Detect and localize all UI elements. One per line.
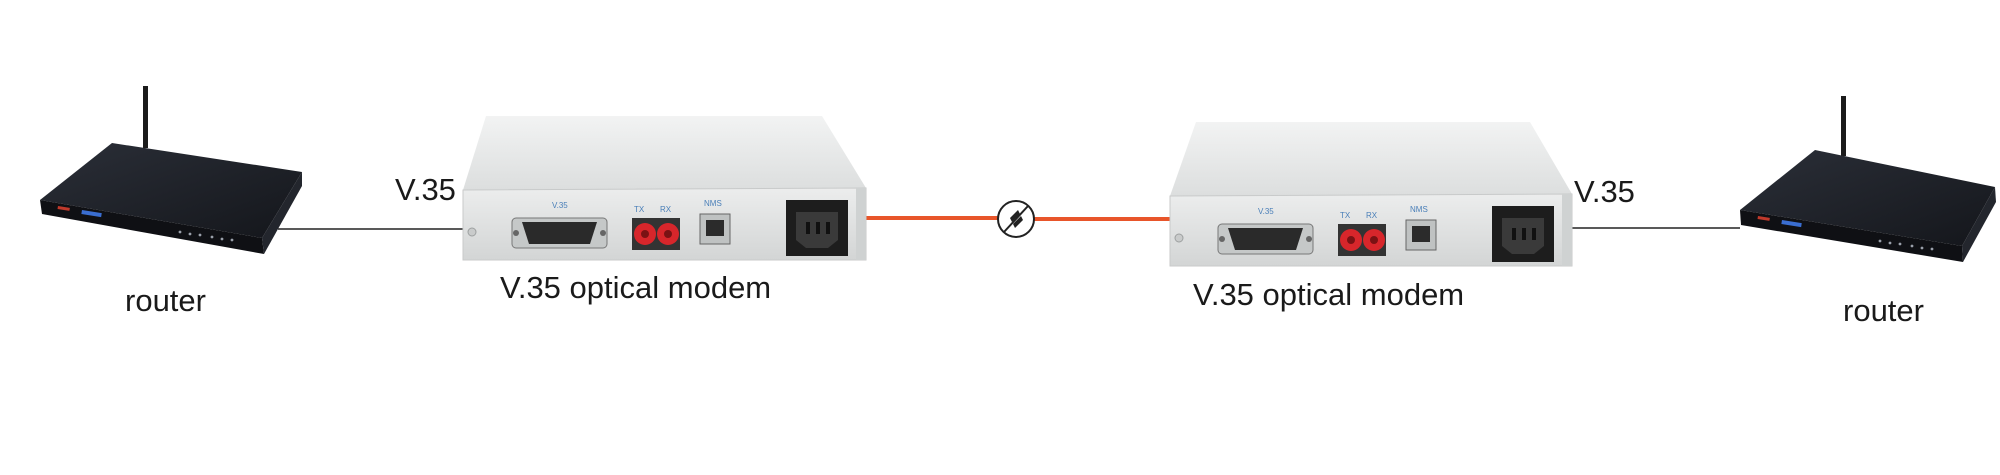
svg-text:RX: RX <box>660 205 672 214</box>
screw <box>467 227 477 237</box>
modem-label-left: V.35 optical modem <box>500 270 772 305</box>
v35-label-left: V.35 <box>395 172 456 207</box>
optical-modem-right: V.35 TX RX NMS <box>1169 122 1573 267</box>
antenna <box>1841 96 1846 156</box>
db25-port: V.35 <box>511 201 608 249</box>
power-socket <box>1492 206 1554 262</box>
svg-text:NMS: NMS <box>1410 205 1428 214</box>
v35-label-right: V.35 <box>1574 174 1635 209</box>
router-left <box>40 86 302 254</box>
screw <box>1174 233 1184 243</box>
fiber-st-connectors: TX RX <box>632 205 680 250</box>
router-label-left: router <box>125 283 206 318</box>
fiber-break-icon <box>997 200 1035 238</box>
svg-text:TX: TX <box>634 205 645 214</box>
svg-text:TX: TX <box>1340 211 1351 220</box>
router-right <box>1740 96 1996 262</box>
v35-port-label: V.35 <box>1258 207 1274 216</box>
svg-text:RX: RX <box>1366 211 1378 220</box>
fiber-st-connectors: TX RX <box>1338 211 1386 256</box>
optical-modem-left: V.35 TX RX NMS <box>462 116 867 261</box>
modem-label-right: V.35 optical modem <box>1193 277 1465 312</box>
rj45-port: NMS <box>699 199 731 245</box>
power-socket <box>786 200 848 256</box>
rj45-port: NMS <box>1405 205 1437 251</box>
router-label-right: router <box>1843 293 1924 328</box>
v35-port-label: V.35 <box>552 201 568 210</box>
antenna <box>143 86 148 148</box>
svg-text:NMS: NMS <box>704 199 722 208</box>
db25-port: V.35 <box>1217 207 1314 255</box>
